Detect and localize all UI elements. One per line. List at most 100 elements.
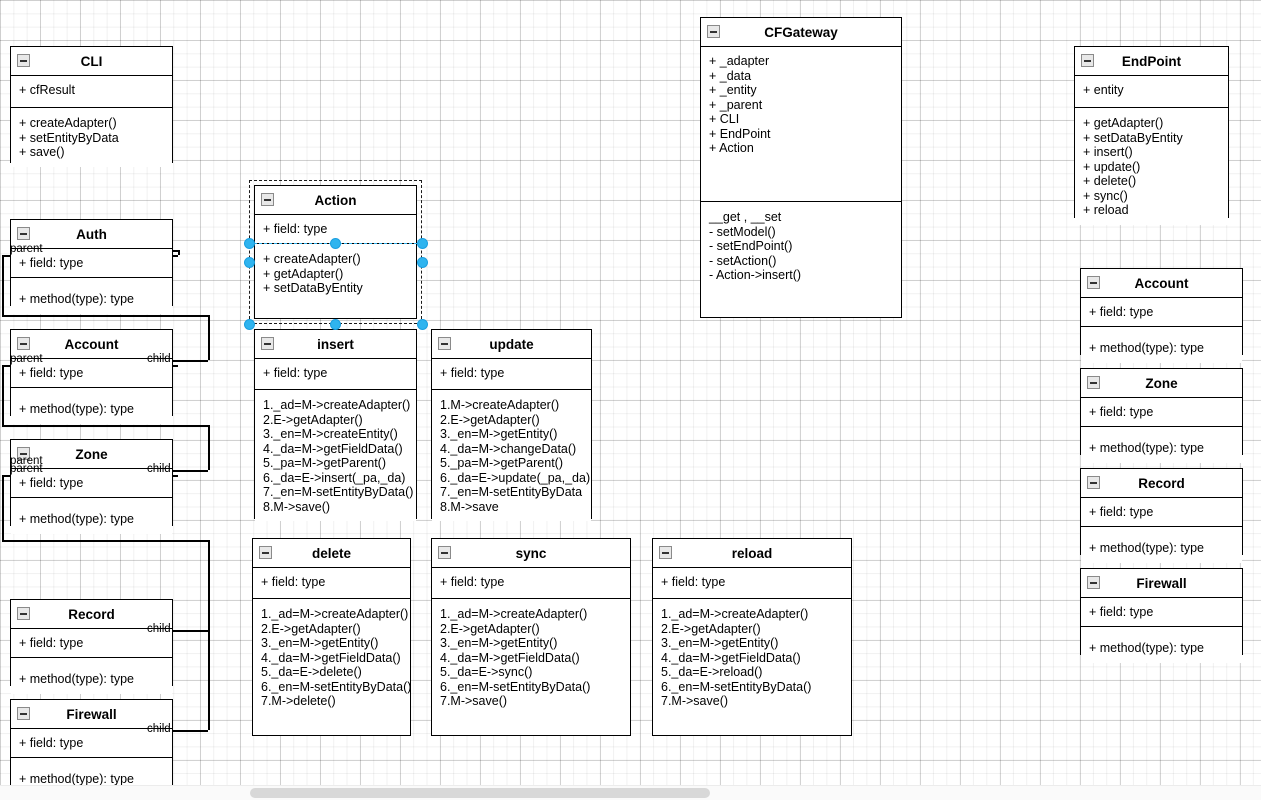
operation-row: 5._da=E->delete(): [261, 665, 362, 679]
connector-segment-zone-to-record[interactable]: [173, 470, 208, 472]
operation-row: - setAction(): [709, 253, 777, 268]
resize-handle-n[interactable]: [330, 237, 341, 249]
class-box-auth[interactable]: Auth+ field: type+ method(type): type: [10, 219, 173, 314]
collapse-icon[interactable]: [261, 193, 274, 206]
class-title-firewall-right: Firewall: [1081, 569, 1242, 598]
connector-segment-record-to-firewall[interactable]: [173, 630, 208, 632]
class-title-label: Zone: [75, 447, 108, 462]
class-box-record-right[interactable]: Record+ field: type+ method(type): type: [1080, 468, 1243, 563]
collapse-icon[interactable]: [1081, 54, 1094, 67]
operation-row: 1._ad=M->createAdapter(): [440, 607, 588, 621]
connector-segment-auth-to-account[interactable]: [173, 250, 178, 252]
collapse-icon[interactable]: [17, 707, 30, 720]
attribute-row: + field: type: [661, 575, 726, 589]
connector-segment-zone-to-record[interactable]: [208, 540, 210, 630]
connector-segment-zone-to-record[interactable]: [2, 540, 208, 542]
operation-row: 7._en=M-setEntityByData(): [263, 485, 414, 499]
resize-handle-w[interactable]: [243, 256, 255, 268]
collapse-icon[interactable]: [261, 337, 274, 350]
class-box-zone-left[interactable]: Zone+ field: type+ method(type): type: [10, 439, 173, 534]
collapse-icon[interactable]: [259, 546, 272, 559]
class-title-label: update: [489, 337, 534, 352]
class-box-record-left[interactable]: Record+ field: type+ method(type): type: [10, 599, 173, 694]
operation-row: 3._en=M->createEntity(): [263, 427, 398, 441]
operation-row: 5._da=E->reload(): [661, 665, 763, 679]
class-box-endpoint[interactable]: EndPoint+ entity+ getAdapter()+ setDataB…: [1074, 46, 1229, 225]
class-operations-cli: + createAdapter()+ setEntityByData+ save…: [11, 108, 172, 167]
horizontal-scrollbar[interactable]: [0, 785, 1261, 800]
collapse-icon[interactable]: [1087, 476, 1100, 489]
resize-handle-nw[interactable]: [243, 237, 255, 249]
class-box-account-right[interactable]: Account+ field: type+ method(type): type: [1080, 268, 1243, 363]
class-box-cfgateway[interactable]: CFGateway+ _adapter+ _data+ _entity+ _pa…: [700, 17, 902, 318]
class-box-action[interactable]: Action+ field: type+ createAdapter()+ ge…: [254, 185, 417, 319]
connector-segment-auth-to-account[interactable]: [2, 315, 208, 317]
connector-segment-zone-to-record[interactable]: [2, 475, 4, 540]
class-box-zone-right[interactable]: Zone+ field: type+ method(type): type: [1080, 368, 1243, 463]
class-title-label: Auth: [76, 227, 107, 242]
operation-row: 2.E->getAdapter(): [263, 412, 363, 427]
operation-row: - setModel(): [709, 224, 776, 239]
connector-segment-auth-to-account[interactable]: [208, 315, 210, 360]
attribute-row: + field: type: [1089, 505, 1154, 519]
class-title-endpoint: EndPoint: [1075, 47, 1228, 76]
collapse-icon[interactable]: [707, 25, 720, 38]
class-box-cli[interactable]: CLI+ cfResult+ createAdapter()+ setEntit…: [10, 46, 173, 167]
connector-segment-record-to-firewall[interactable]: [173, 730, 208, 732]
class-attributes-firewall-right: + field: type: [1081, 598, 1242, 627]
collapse-icon[interactable]: [1087, 376, 1100, 389]
resize-handle-se[interactable]: [416, 318, 428, 330]
connector-segment-account-to-zone[interactable]: [208, 425, 210, 470]
connector-segment-account-to-zone[interactable]: [2, 425, 208, 427]
class-box-firewall-left[interactable]: Firewall+ field: type+ method(type): typ…: [10, 699, 173, 794]
operation-row: 5._pa=M->getParent(): [263, 456, 386, 470]
class-title-sync: sync: [432, 539, 630, 568]
operation-row: 2.E->getAdapter(): [440, 412, 540, 427]
operation-row: 5._pa=M->getParent(): [440, 456, 563, 470]
resize-handle-s[interactable]: [330, 318, 341, 330]
class-operations-account-left: + method(type): type: [11, 388, 172, 424]
attribute-row: + field: type: [19, 366, 84, 380]
class-box-account-left[interactable]: Account + field: type + method(type): type: [10, 329, 173, 424]
resize-handle-ne[interactable]: [416, 237, 428, 249]
class-box-firewall-right[interactable]: Firewall+ field: type+ method(type): typ…: [1080, 568, 1243, 663]
connector-segment-record-to-firewall[interactable]: [208, 630, 210, 730]
collapse-icon[interactable]: [1087, 276, 1100, 289]
collapse-icon[interactable]: [1087, 576, 1100, 589]
collapse-icon[interactable]: [17, 54, 30, 67]
collapse-icon[interactable]: [438, 337, 451, 350]
class-attributes-record-left: + field: type: [11, 629, 172, 658]
operation-row: 8.M->save(): [263, 499, 331, 514]
connector-segment-auth-to-account[interactable]: [2, 255, 4, 315]
connector-segment-auth-to-account[interactable]: [178, 250, 180, 255]
resize-handle-e[interactable]: [416, 256, 428, 268]
operation-row: + createAdapter(): [19, 116, 117, 130]
connector-segment-account-to-zone[interactable]: [2, 365, 4, 425]
class-operations-record-right: + method(type): type: [1081, 527, 1242, 563]
class-attributes-record-right: + field: type: [1081, 498, 1242, 527]
class-title-label: Account: [64, 337, 119, 352]
operation-row: 1._ad=M->createAdapter(): [261, 607, 409, 621]
collapse-icon[interactable]: [17, 607, 30, 620]
operation-row: + save(): [19, 145, 65, 159]
class-title-label: Firewall: [1136, 576, 1187, 591]
operation-row: - Action->insert(): [709, 268, 802, 282]
horizontal-scrollbar-thumb[interactable]: [250, 788, 710, 798]
operation-row: 1._ad=M->createAdapter(): [661, 607, 809, 621]
collapse-icon[interactable]: [17, 447, 30, 460]
operation-row: 5._da=E->sync(): [440, 665, 533, 679]
collapse-icon[interactable]: [17, 227, 30, 240]
operation-row: 1._ad=M->createAdapter(): [263, 398, 411, 412]
connector-segment-account-to-zone[interactable]: [173, 360, 208, 362]
collapse-icon[interactable]: [659, 546, 672, 559]
resize-handle-sw[interactable]: [243, 318, 255, 330]
collapse-icon[interactable]: [17, 337, 30, 350]
collapse-icon[interactable]: [438, 546, 451, 559]
class-title-label: Action: [314, 193, 357, 208]
